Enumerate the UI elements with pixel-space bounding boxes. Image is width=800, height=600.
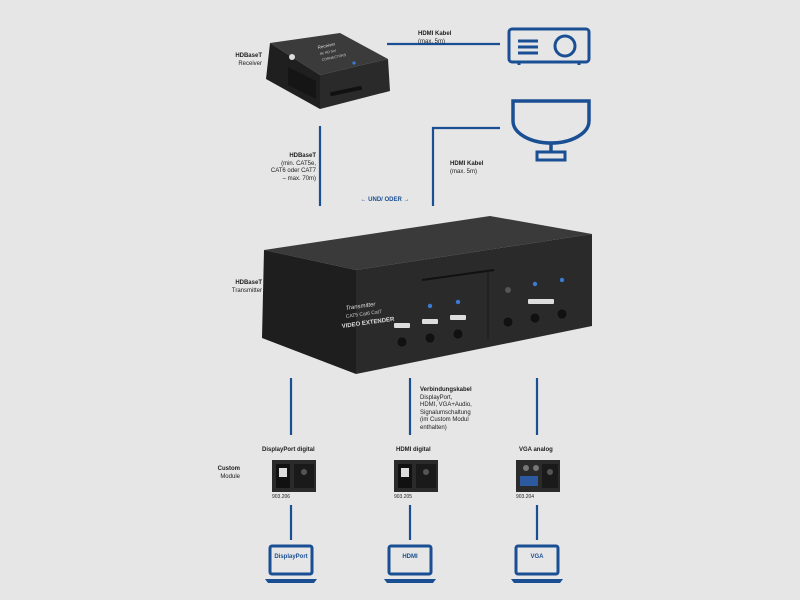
receiver-title: HDBaseT bbox=[235, 53, 262, 59]
transmitter-label: HDBaseT Transmitter bbox=[180, 280, 262, 295]
laptop-icon bbox=[265, 544, 317, 583]
hdbaset-cable-detail-3: – max. 70m) bbox=[282, 175, 316, 182]
part-number-hdmi: 903.205 bbox=[394, 494, 413, 500]
monitor-icon bbox=[511, 99, 591, 162]
transmitter-title: HDBaseT bbox=[235, 280, 262, 286]
module-title-hdmi: HDMI digital bbox=[396, 447, 431, 453]
hdmi-monitor-cable-label: HDMI Kabel (max. 5m) bbox=[450, 161, 530, 176]
svg-text:4K HD Set: 4K HD Set bbox=[319, 49, 336, 56]
hdmi-monitor-cable-title: HDMI Kabel bbox=[450, 161, 484, 167]
connection-cable-detail-1: DisplayPort, bbox=[420, 394, 453, 401]
part-number-vga: 903.204 bbox=[516, 494, 535, 500]
receiver-label: HDBaseT Receiver bbox=[190, 53, 262, 68]
hdmi-projector-cable-title: HDMI Kabel bbox=[418, 31, 452, 37]
vga-module bbox=[516, 460, 560, 492]
displayport-module bbox=[272, 460, 316, 492]
laptop-hdmi: HDMI bbox=[382, 543, 438, 585]
hdbaset-cable-title: HDBaseT bbox=[289, 153, 316, 159]
laptop-icon bbox=[384, 544, 436, 583]
and-or-label: ← UND/ ODER → bbox=[360, 197, 410, 203]
module-title-vga: VGA analog bbox=[519, 447, 553, 453]
svg-text:CONNECTORS: CONNECTORS bbox=[321, 53, 347, 62]
laptop-displayport: DisplayPort bbox=[263, 543, 319, 585]
transmitter-device: Transmitter CAT5 Cat6 Cat7 VIDEO EXTENDE… bbox=[262, 216, 592, 374]
connection-cable-detail-2: HDMI, VGA+Audio, bbox=[420, 402, 472, 408]
custom-module-subtitle: Module bbox=[220, 473, 240, 480]
laptop-vga: VGA bbox=[509, 543, 565, 585]
svg-text:Transmitter: Transmitter bbox=[345, 302, 376, 312]
part-number-displayport: 903.206 bbox=[272, 494, 291, 500]
connection-cable-label: Verbindungskabel DisplayPort, HDMI, VGA+… bbox=[420, 387, 510, 432]
receiver-device: Receiver 4K HD Set CONNECTORS bbox=[266, 33, 390, 109]
hdbaset-cable-label: HDBaseT (min. CAT5e, CAT6 oder CAT7 – ma… bbox=[246, 153, 316, 183]
svg-text:Receiver: Receiver bbox=[317, 41, 336, 50]
custom-module-title: Custom bbox=[217, 466, 240, 472]
laptop-label-hdmi: HDMI bbox=[402, 554, 418, 560]
hdmi-module bbox=[394, 460, 438, 492]
transmitter-subtitle: Transmitter bbox=[231, 287, 262, 294]
laptop-icon bbox=[511, 544, 563, 583]
projector-icon bbox=[507, 27, 591, 65]
svg-text:CAT5 Cat6 Cat7: CAT5 Cat6 Cat7 bbox=[345, 309, 382, 320]
hdmi-monitor-cable-detail: (max. 5m) bbox=[450, 168, 477, 175]
connection-cable-detail-3: Signalumschaltung bbox=[420, 409, 471, 416]
receiver-subtitle: Receiver bbox=[238, 60, 262, 67]
laptop-label-vga: VGA bbox=[530, 554, 544, 560]
laptop-label-displayport: DisplayPort bbox=[274, 554, 308, 560]
module-title-displayport: DisplayPort digital bbox=[262, 447, 315, 453]
connection-cable-title: Verbindungskabel bbox=[420, 387, 472, 393]
hdmi-projector-cable-detail: (max. 5m) bbox=[418, 38, 445, 45]
hdbaset-cable-detail-2: CAT6 oder CAT7 bbox=[270, 168, 316, 174]
connection-cable-detail-5: enthalten) bbox=[420, 424, 447, 431]
custom-module-label: Custom Module bbox=[180, 466, 240, 481]
hdmi-projector-cable-label: HDMI Kabel (max. 5m) bbox=[418, 31, 498, 46]
hdbaset-cable-detail-1: (min. CAT5e, bbox=[281, 160, 316, 167]
connection-cable-detail-4: (im Custom Modul bbox=[420, 417, 469, 423]
